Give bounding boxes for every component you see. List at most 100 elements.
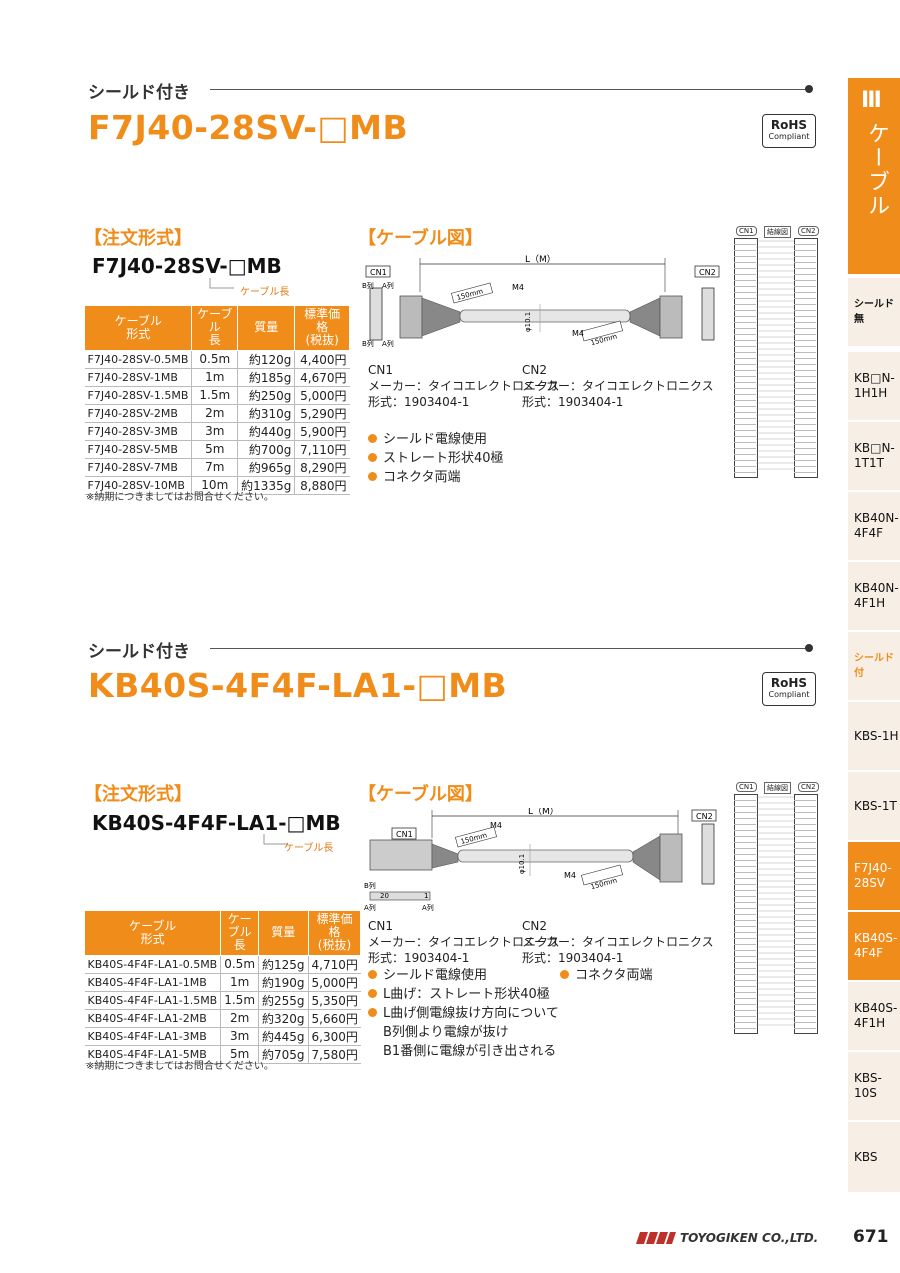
table-cell: 約700g: [237, 440, 296, 459]
table-cell: 8,880円: [294, 476, 350, 495]
wiring-lines-2: [756, 796, 794, 1026]
table-cell: 4,400円: [294, 350, 350, 369]
col-price: 標準価格 (税抜): [294, 305, 350, 351]
page-number: 671: [853, 1227, 889, 1247]
pin-row-line: [734, 872, 756, 879]
pin-row-line: [734, 932, 756, 939]
pin-row-line: [794, 944, 816, 951]
pin-row-line: [794, 908, 816, 915]
pin-row-line: [794, 1016, 816, 1023]
table-cell: KB40S-4F4F-LA1-1.5MB: [84, 991, 222, 1010]
sidebar-tab[interactable]: KB□N- 1T1T: [848, 422, 900, 492]
sidebar-tab[interactable]: F7J40- 28SV: [848, 842, 900, 912]
pin-row-line: [734, 1016, 756, 1023]
table-cell: 5,900円: [294, 422, 350, 441]
order-code: F7J40-28SV-□MB: [92, 254, 282, 278]
a-row-label: A列: [364, 903, 376, 912]
pin-row-line: [734, 830, 756, 837]
cable-drawing-2: L（M） CN1 CN2 M4 150mm φ10.1 B列 A列 A列 20 …: [364, 808, 717, 912]
table-cell: 5m: [220, 1045, 260, 1064]
sidebar-tab[interactable]: KB40S- 4F1H: [848, 982, 900, 1052]
pin-row-line: [734, 406, 756, 413]
table-cell: F7J40-28SV-1MB: [84, 368, 193, 387]
pin-row-line: [794, 926, 816, 933]
pin-row-line: [794, 812, 816, 819]
series-label: シールド付き: [88, 83, 190, 103]
pin-row-line: [794, 950, 816, 957]
pin-row-line: [794, 854, 816, 861]
diameter-label: φ10.1: [518, 854, 526, 874]
pin-row-line: [734, 430, 756, 437]
spec-table-2: ケーブル 形式 ケーブル 長 質量 標準価格 (税抜) KB40S-4F4F-L…: [83, 910, 362, 1064]
sidebar-tab[interactable]: KB□N- 1H1H: [848, 352, 900, 422]
table-cell: 3m: [220, 1027, 260, 1046]
pin-row-line: [794, 412, 816, 419]
title-rule: [210, 648, 808, 649]
model-title: KB40S-4F4F-LA1-□MB: [88, 666, 508, 705]
pin-row-line: [734, 908, 756, 915]
wiring-lines-1: [756, 240, 794, 470]
sidebar-tab[interactable]: KBS-1T: [848, 772, 900, 842]
pin-row-line: [734, 1022, 756, 1029]
feature-item: シールド電線使用: [368, 430, 504, 449]
pin-row-line: [734, 424, 756, 431]
table-cell: F7J40-28SV-10MB: [84, 476, 193, 495]
pin-row-line: [734, 370, 756, 377]
feature-item: シールド電線使用: [368, 966, 559, 985]
length-label: L（M）: [525, 254, 556, 265]
table-cell: KB40S-4F4F-LA1-5MB: [84, 1045, 222, 1064]
pin-row-line: [734, 376, 756, 383]
pin-row-line: [794, 806, 816, 813]
table-cell: 5,350円: [308, 991, 361, 1010]
table-cell: 0.5m: [191, 350, 239, 369]
pin-row-line: [794, 418, 816, 425]
sidebar-tab[interactable]: KBS- 10S: [848, 1052, 900, 1122]
pin-row-line: [794, 992, 816, 999]
pin-row-line: [734, 442, 756, 449]
cn1-label: CN1: [370, 268, 387, 277]
table-cell: 4,670円: [294, 368, 350, 387]
a-row-label-bottom: A列: [382, 339, 394, 348]
cn2-info: CN2 メーカー：タイコエレクトロニクス 形式：1903404-1: [522, 919, 714, 965]
pin-row-line: [794, 286, 816, 293]
pin-row-line: [794, 800, 816, 807]
pin-row-line: [794, 986, 816, 993]
table-cell: 2m: [191, 404, 239, 423]
cn1-info: CN1 メーカー：タイコエレクトロニクス 形式：1903404-1: [368, 363, 560, 409]
table-cell: F7J40-28SV-2MB: [84, 404, 193, 423]
pin-row-line: [734, 866, 756, 873]
diameter-label: φ10.1: [524, 312, 532, 332]
pin-row-line: [794, 424, 816, 431]
pin-row-line: [734, 364, 756, 371]
pin-row-line: [734, 914, 756, 921]
pin-row-line: [734, 938, 756, 945]
pin-row-line: [734, 884, 756, 891]
pin-row-line: [734, 274, 756, 281]
pin-row-line: [734, 268, 756, 275]
a-row-label: A列: [382, 281, 394, 290]
sidebar-tab[interactable]: KBS-1H: [848, 702, 900, 772]
table-cell: 約255g: [258, 991, 309, 1010]
pin-row-line: [794, 460, 816, 467]
pin-row-line: [794, 962, 816, 969]
sidebar-tab[interactable]: シールド無: [848, 278, 900, 348]
sidebar-tab[interactable]: KB40N- 4F4F: [848, 492, 900, 562]
sidebar-tab[interactable]: KBS: [848, 1122, 900, 1194]
pin-row-line: [794, 292, 816, 299]
sidebar-tab[interactable]: KB40N- 4F1H: [848, 562, 900, 632]
sidebar-tab[interactable]: KB40S- 4F4F: [848, 912, 900, 982]
sidebar-tab[interactable]: シールド付: [848, 632, 900, 702]
pin-row-line: [734, 280, 756, 287]
pin-row-line: [794, 890, 816, 897]
pin-row-line: [794, 1028, 816, 1035]
company-logo-icon: [636, 1232, 676, 1244]
table-cell: 約190g: [258, 973, 309, 992]
pin-row-line: [794, 884, 816, 891]
chapter-tab[interactable]: Ⅲ ケーブル: [848, 78, 900, 274]
pin-row-line: [794, 262, 816, 269]
